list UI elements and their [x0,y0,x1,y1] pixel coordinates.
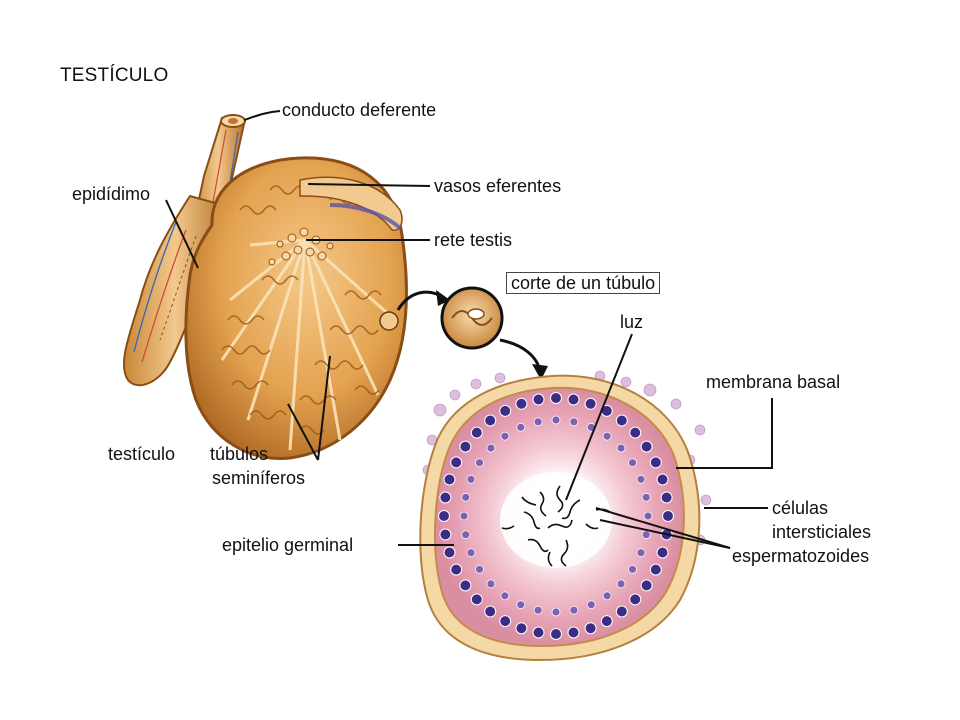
cell-nucleus [499,615,512,628]
cell-nucleus [641,530,651,540]
label-epididimo: epidídimo [72,184,151,204]
cell-nucleus [551,607,561,617]
cell-nucleus [470,593,483,606]
label-rete-testis: rete testis [434,230,513,250]
cell-nucleus [640,579,653,592]
cell-nucleus [438,510,450,522]
label-seminiferos: seminíferos [212,468,306,488]
cell-nucleus [584,622,597,635]
cell-nucleus [656,473,669,486]
diagram-title: TESTÍCULO [60,65,169,86]
cell-nucleus [443,546,456,559]
cell-nucleus [499,404,512,417]
label-epitelio-germinal: epitelio germinal [222,535,354,555]
cell-nucleus [533,417,543,427]
magnified-tubule [440,286,504,350]
cell-nucleus [628,564,637,574]
cell-nucleus [602,431,612,441]
cell-nucleus [636,548,646,558]
cell-nucleus [459,440,472,453]
cell-nucleus [551,415,561,425]
cell-nucleus [615,605,628,618]
cell-nucleus [616,579,626,589]
label-conducto-deferente: conducto deferente [282,100,437,120]
cell-nucleus [602,591,612,601]
cell-nucleus [649,456,662,469]
cell-nucleus [532,393,545,406]
cell-nucleus [641,492,651,502]
cell-nucleus [486,579,496,589]
label-luz: luz [620,312,644,332]
cell-nucleus [450,456,463,469]
cell-nucleus [636,474,646,484]
cell-nucleus [459,579,472,592]
cell-nucleus [466,474,476,484]
cell-nucleus [515,622,528,635]
cell-nucleus [643,511,653,521]
label-intersticiales: intersticiales [772,522,872,542]
cell-nucleus [443,473,456,486]
tubule-cross-section [419,370,712,662]
cell-nucleus [616,443,626,453]
label-membrana-basal: membrana basal [706,372,841,392]
cell-nucleus [615,414,628,427]
cell-nucleus [600,615,613,628]
cell-nucleus [515,397,528,410]
cell-nucleus [484,414,497,427]
label-testiculo: testículo [108,444,176,464]
cell-nucleus [567,393,580,406]
cell-nucleus [484,605,497,618]
cell-nucleus [516,600,526,610]
cell-nucleus [500,431,510,441]
cell-nucleus [486,443,496,453]
cell-nucleus [470,426,483,439]
cell-nucleus [475,458,484,468]
cell-nucleus [550,628,562,640]
cell-nucleus [629,593,642,606]
cell-nucleus [533,605,543,615]
cell-nucleus [475,564,484,574]
cell-nucleus [516,422,526,432]
cell-nucleus [461,530,471,540]
label-vasos-eferentes: vasos eferentes [434,176,562,196]
cell-nucleus [439,528,452,541]
cell-nucleus [640,440,653,453]
cell-nucleus [569,605,579,615]
cell-nucleus [629,426,642,439]
cell-nucleus [459,511,469,521]
cell-nucleus [466,548,476,558]
cell-nucleus [532,626,545,639]
label-corte-de-un-tubulo: corte de un túbulo [506,272,661,294]
cell-nucleus [439,491,452,504]
cell-nucleus [660,491,673,504]
cell-nucleus [450,563,463,576]
cell-nucleus [662,510,674,522]
cell-nucleus [628,458,637,468]
leader-lines [165,110,773,549]
label-celulas: células [772,498,829,518]
cell-nucleus [567,626,580,639]
cell-nucleus [586,600,596,610]
cell-nucleus [461,492,471,502]
label-espermatozoides: espermatozoides [732,546,870,566]
cell-nucleus [569,417,579,427]
cell-nucleus [649,563,662,576]
testis-body [184,156,408,460]
cell-nucleus [500,591,510,601]
cell-nucleus [550,392,562,404]
cell-nucleus [584,397,597,410]
label-tubulos: túbulos [210,444,269,464]
cell-nucleus [656,546,669,559]
